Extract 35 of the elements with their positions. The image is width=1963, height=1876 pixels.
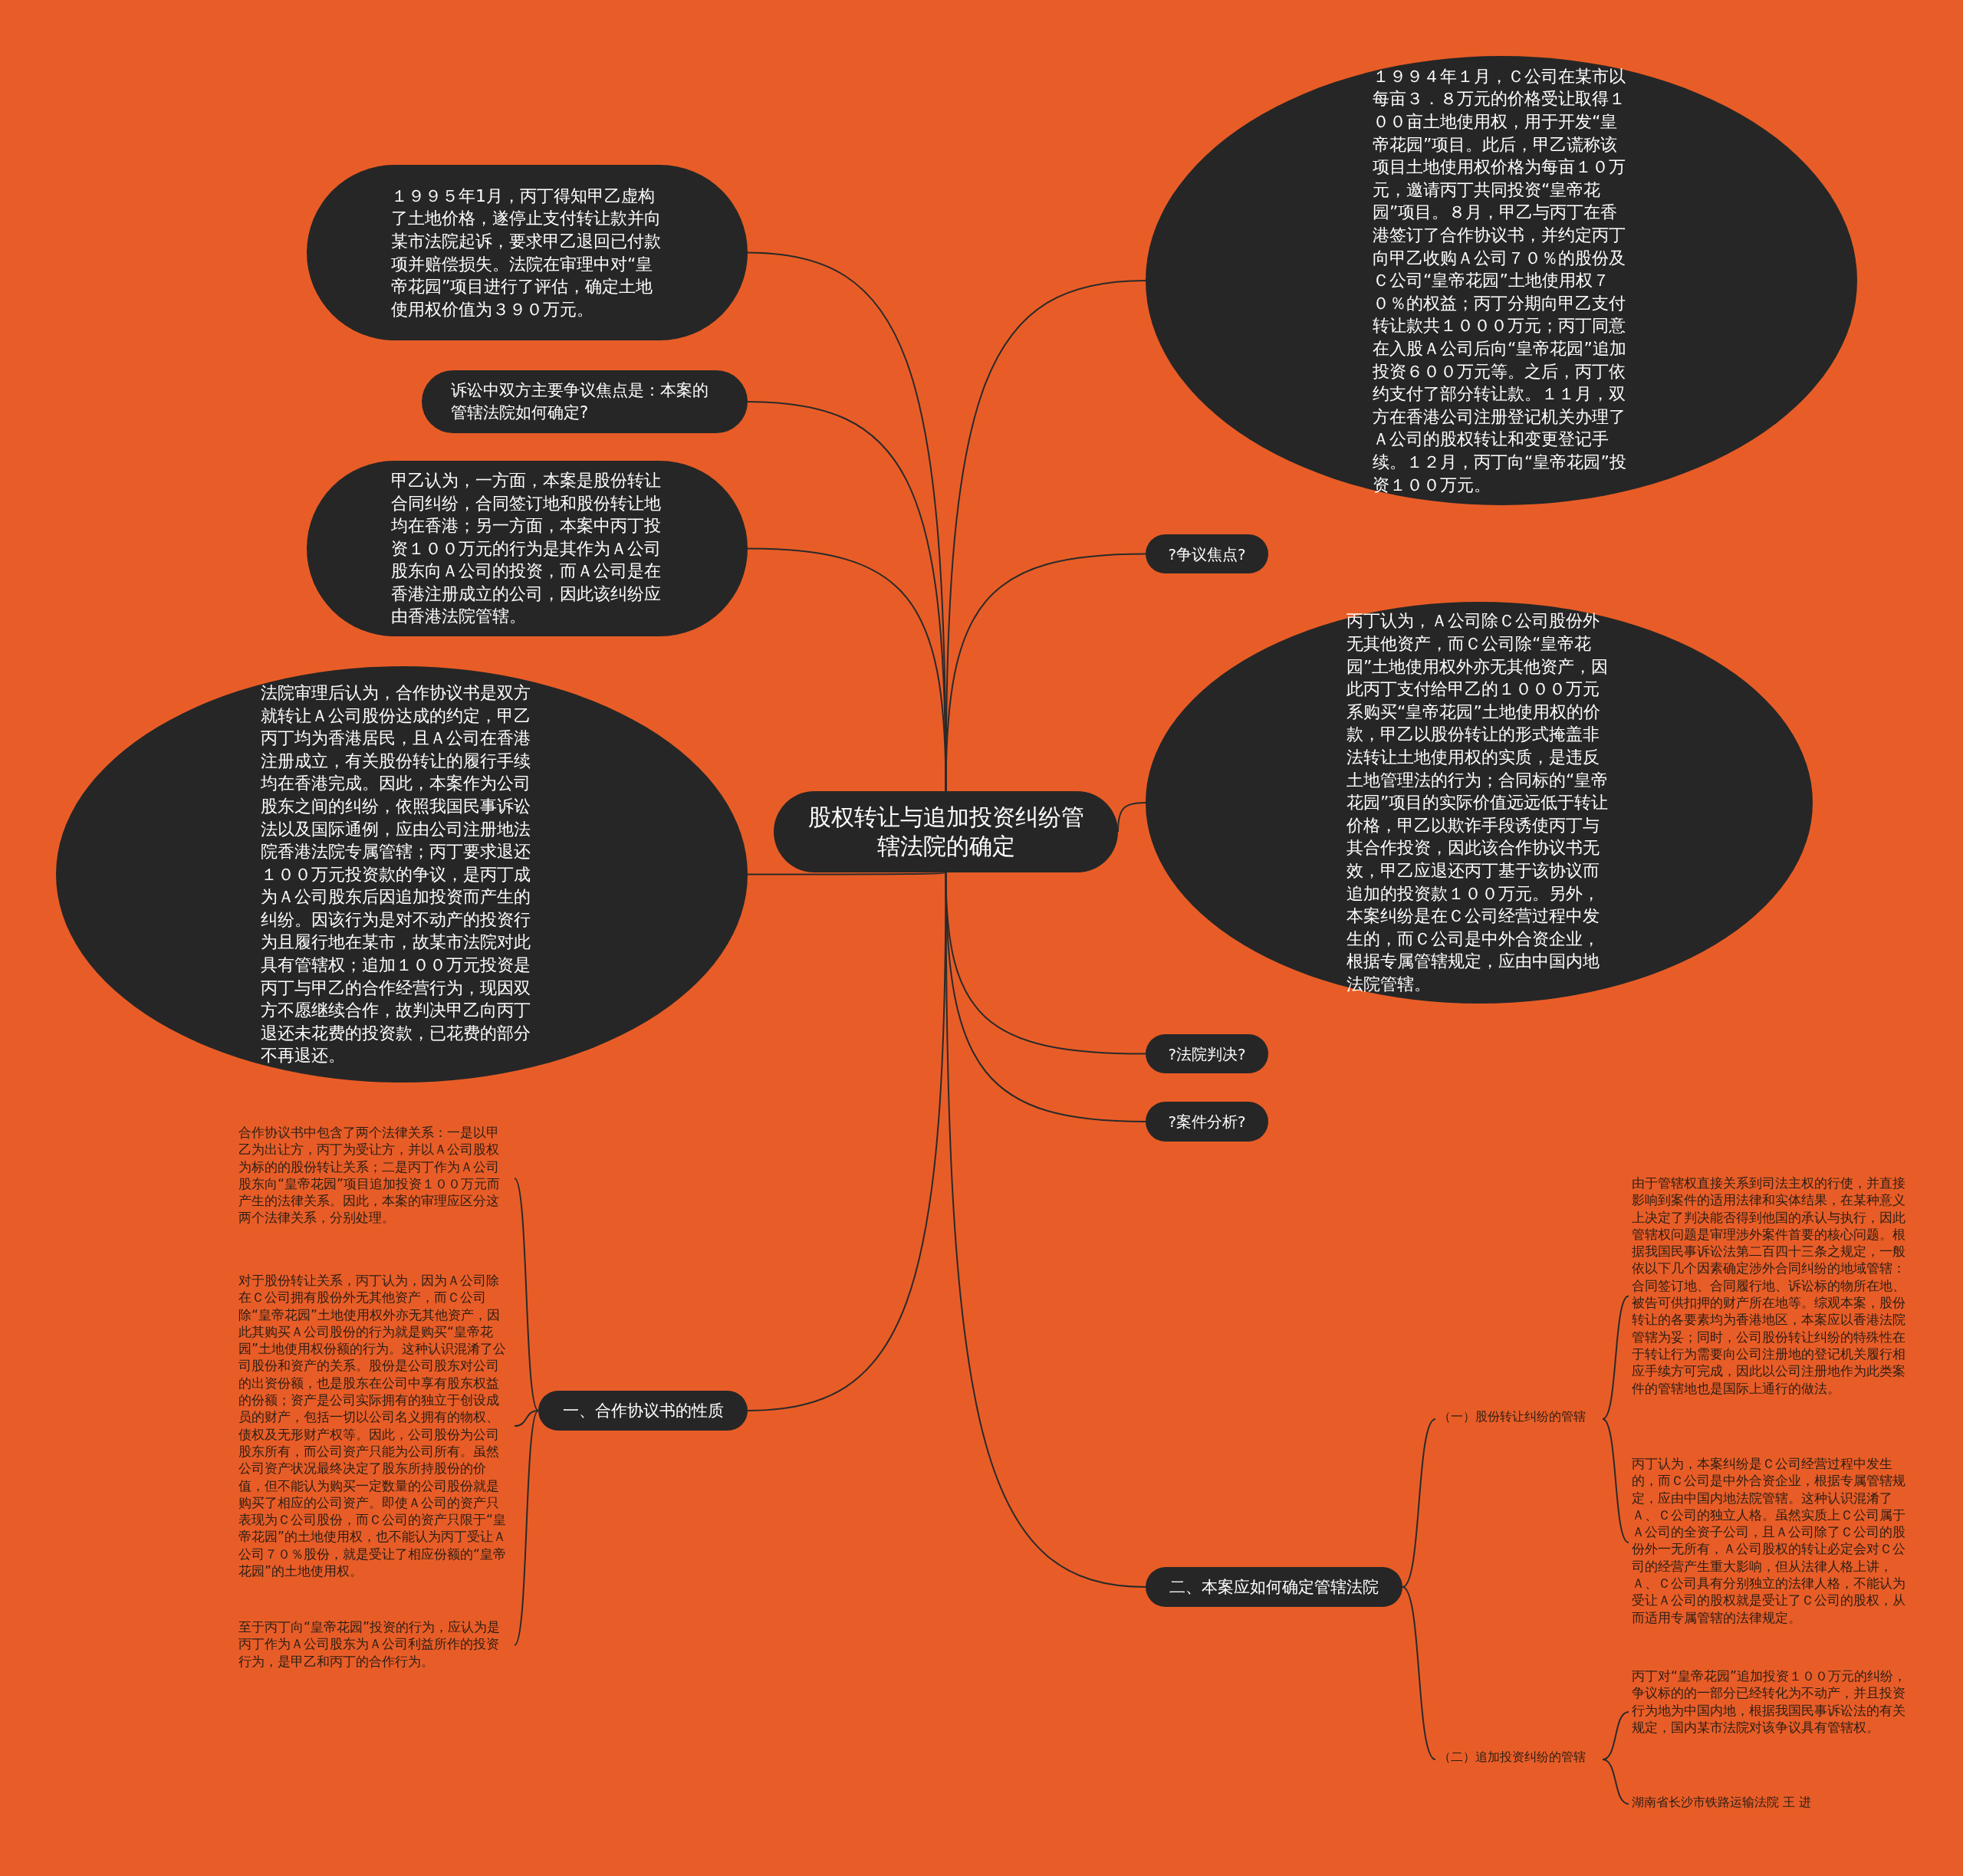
note-text: （一）股份转让纠纷的管辖: [1439, 1408, 1603, 1430]
topic-bubble: 二、本案应如何确定管辖法院: [1146, 1567, 1402, 1607]
connector-line: [1602, 1295, 1629, 1420]
connector-line: [747, 872, 947, 1411]
topic-bubble: 一、合作协议书的性质: [538, 1391, 748, 1431]
note-text: 丙丁认为，本案纠纷是Ｃ公司经营过程中发生的，而Ｃ公司是中外合资企业，根据专属管辖规定，应由中国内地法院管辖。这种认识混淆了Ａ、Ｃ公司的独立人格。虽然实质上Ｃ公司属于Ａ公司的全资子公司，且Ａ公司除了Ｃ公司的股份外一无所有，Ａ公司股权的转让必定会对Ｃ公司的经营产生重大影响，但从法律人格上讲，Ａ、Ｃ公司具有分别独立的法律人格，不能认为受让Ａ公司的股权就是受让了Ｃ公司的股权，从而适用专属管辖的法律规定。: [1632, 1455, 1906, 1630]
connector-line: [514, 1410, 539, 1646]
connector-line: [1602, 1418, 1629, 1543]
topic-bubble: ?争议焦点?: [1146, 534, 1268, 573]
topic-bubble: 甲乙认为，一方面，本案是股份转让合同纠纷，合同签订地和股份转让地均在香港；另一方面，本案中丙丁投资１００万元的行为是其作为Ａ公司股东向Ａ公司的投资，而Ａ公司是在香港注册成立的公司，因此该纠纷应由香港法院管辖。: [307, 461, 748, 636]
topic-bubble: ?法院判决?: [1146, 1034, 1268, 1073]
note-text: 合作协议书中包含了两个法律关系：一是以甲乙为出让方，丙丁为受让方，并以Ａ公司股权为标的的股份转让关系；二是丙丁作为Ａ公司股东向“皇帝花园”项目追加投资１００万元而产生的法律关系。因此，本案的审理应区分这两个法律关系，分别处理。: [238, 1124, 511, 1233]
topic-bubble: １９９４年１月，Ｃ公司在某市以每亩３．８万元的价格受让取得１００亩土地使用权，用于开发“皇帝花园”项目。此后，甲乙谎称该项目土地使用权价格为每亩１０万元，邀请丙丁共同投资“皇帝花园”项目。８月，甲乙与丙丁在香港签订了合作协议书，并约定丙丁向甲乙收购Ａ公司７０％的股份及Ｃ公司“皇帝花园”土地使用权７０％的权益；丙丁分期向甲乙支付转让款共１０００万元；丙丁同意在入股Ａ公司后向“皇帝花园”追加投资６００万元等。之后，丙丁依约支付了部分转让款。１１月，双方在香港公司注册登记机关办理了Ａ公司的股权转让和变更登记手续。１２月，丙丁向“皇帝花园”投资１００万元。: [1146, 56, 1857, 505]
connector-line: [1602, 1759, 1629, 1805]
topic-bubble: １９９５年1月，丙丁得知甲乙虚构了土地价格，遂停止支付转让款并向某市法院起诉，要求甲乙退回已付款项并赔偿损失。法院在审理中对“皇帝花园”项目进行了评估，确定土地使用权价值为３９０万元。: [307, 165, 748, 340]
connector-line: [1402, 1586, 1436, 1760]
note-text: 至于丙丁向“皇帝花园”投资的行为，应认为是丙丁作为Ａ公司股东为Ａ公司利益所作的投资行为，是甲乙和丙丁的合作行为。: [238, 1618, 511, 1672]
note-text: 由于管辖权直接关系到司法主权的行使，并直接影响到案件的适用法律和实体结果，在某种意义上决定了判决能否得到他国的承认与执行，因此管辖权问题是审理涉外案件首要的核心问题。根据我国民事诉讼法第二百四十三条之规定，一般依以下几个因素确定涉外合同纠纷的地域管辖：合同签订地、合同履行地、诉讼标的物所在地、被告可供扣押的财产所在地等。综观本案，股份转让的各要素均为香港地区，本案应以香港法院管辖为妥；同时，公司股份转让纠纷的特殊性在于转让行为需要向公司注册地的登记机关履行相应手续方可完成，因此以公司注册地作为此类案件的管辖地也是国际上通行的做法。: [1632, 1175, 1906, 1418]
central-topic: 股权转让与追加投资纠纷管辖法院的确定: [774, 791, 1118, 872]
connector-line: [945, 280, 1146, 792]
connector-line: [945, 553, 1146, 792]
connector-line: [1117, 802, 1146, 833]
note-text: 对于股份转让关系，丙丁认为，因为Ａ公司除在Ｃ公司拥有股份外无其他资产，而Ｃ公司除“皇帝花园”土地使用权外亦无其他资产，因此其购买Ａ公司股份的行为就是购买“皇帝花园”土地使用权份额的行为。这种认识混淆了公司股份和资产的关系。股份是公司股东对公司的出资份额，也是股东在公司中享有股东权益的份额；资产是公司实际拥有的独立于创设成员的财产，包括一切以公司名义拥有的物权、债权及无形财产权等。因此，公司股份为公司股东所有，而公司资产只能为公司所有。虽然公司资产状况最终决定了股东所持股份的价值，但不能认为购买一定数量的公司股份就是购买了相应的公司资产。即使Ａ公司的资产只表现为Ｃ公司股份，而Ｃ公司的资产只限于“皇帝花园”的土地使用权，也不能认为丙丁受让Ａ公司７０％股份，就是受让了相应份额的“皇帝花园”的土地使用权。: [238, 1272, 511, 1580]
topic-bubble: 法院审理后认为，合作协议书是双方就转让Ａ公司股份达成的约定，甲乙丙丁均为香港居民，且Ａ公司在香港注册成立，有关股份转让的履行手续均在香港完成。因此，本案作为公司股东之间的纠纷，依照我国民事诉讼法以及国际通例，应由公司注册地法院香港法院专属管辖；丙丁要求退还１００万元投资款的争议，是丙丁成为Ａ公司股东后因追加投资而产生的纠纷。因该行为是对不动产的投资行为且履行地在某市，故某市法院对此具有管辖权；追加１００万元投资是丙丁与甲乙的合作经营行为，现因双方不愿继续合作，故判决甲乙向丙丁退还未花费的投资款，已花费的部分不再退还。: [56, 666, 748, 1083]
note-text: 湖南省长沙市铁路运输法院 王 进: [1632, 1794, 1854, 1814]
note-text: 丙丁对“皇帝花园”追加投资１００万元的纠纷，争议标的的一部分已经转化为不动产，并且投资行为地为中国内地，根据我国民事诉讼法的有关规定，国内某市法院对该争议具有管辖权。: [1632, 1667, 1906, 1756]
topic-bubble: ?案件分析?: [1146, 1102, 1268, 1142]
connector-line: [747, 872, 947, 876]
connector-line: [1402, 1418, 1436, 1588]
connector-line: [514, 1178, 539, 1411]
topic-bubble: 丙丁认为，Ａ公司除Ｃ公司股份外无其他资产，而Ｃ公司除“皇帝花园”土地使用权外亦无其他资产，因此丙丁支付给甲乙的１０００万元系购买“皇帝花园”土地使用权的价款，甲乙以股份转让的形式掩盖非法转让土地使用权的实质，是违反土地管理法的行为；合同标的“皇帝花园”项目的实际价值远远低于转让价格，甲乙以欺诈手段诱使丙丁与其合作投资，因此该合作协议书无效，甲乙应退还丙丁基于该协议而追加的投资款１００万元。另外，本案纠纷是在Ｃ公司经营过程中发生的，而Ｃ公司是中外合资企业，根据专属管辖规定，应由中国内地法院管辖。: [1146, 602, 1813, 1004]
note-text: （二）追加投资纠纷的管辖: [1439, 1749, 1603, 1770]
connector-line: [514, 1410, 539, 1427]
topic-bubble: 诉讼中双方主要争议焦点是：本案的管辖法院如何确定?: [422, 370, 748, 433]
connector-line: [945, 872, 1146, 1588]
